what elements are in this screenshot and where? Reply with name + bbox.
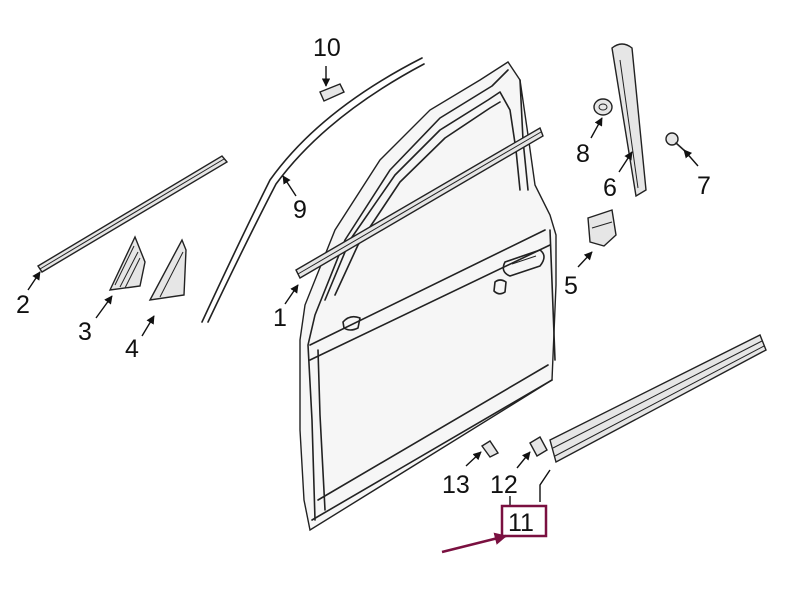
side-sill-molding (549, 334, 767, 464)
clip-part-12 (529, 436, 548, 457)
callout-10: 10 (313, 34, 341, 62)
callout-1: 1 (273, 304, 287, 332)
callout-9: 9 (293, 196, 307, 224)
belt-molding (295, 126, 544, 279)
callout-11: 11 (508, 509, 534, 537)
bracket-part-5 (587, 209, 617, 247)
grommet-part-8 (593, 98, 613, 116)
clip-part-10 (319, 83, 345, 102)
pillar-trim (611, 43, 647, 198)
callout-2: 2 (16, 291, 30, 319)
callout-7: 7 (697, 172, 711, 200)
triangle-cover (108, 235, 146, 291)
triangle-trim (148, 238, 187, 301)
highlight-arrow (441, 532, 508, 554)
door-seal-strip (201, 57, 425, 323)
clip-part-13 (480, 440, 500, 458)
callout-13: 13 (442, 471, 470, 499)
outer-strip (37, 155, 229, 273)
screw-part-7 (665, 132, 687, 153)
callout-3: 3 (78, 318, 92, 346)
callout-11-highlight-box (500, 504, 548, 538)
callout-8: 8 (576, 140, 590, 168)
callout-12: 12 (490, 471, 518, 499)
leader-lines (27, 66, 699, 507)
callout-5: 5 (564, 272, 578, 300)
door-shell (299, 61, 557, 532)
callout-4: 4 (125, 335, 139, 363)
callout-6: 6 (603, 174, 617, 202)
